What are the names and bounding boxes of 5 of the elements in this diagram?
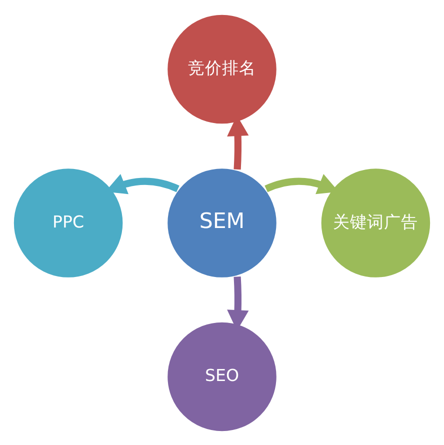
node-circle: 关键词广告 [318, 166, 432, 280]
node-circle: 竞价排名 [165, 12, 279, 126]
node-circle: SEM [165, 166, 279, 280]
node-circle: SEO [165, 319, 279, 433]
node-circle: PPC [12, 166, 126, 280]
